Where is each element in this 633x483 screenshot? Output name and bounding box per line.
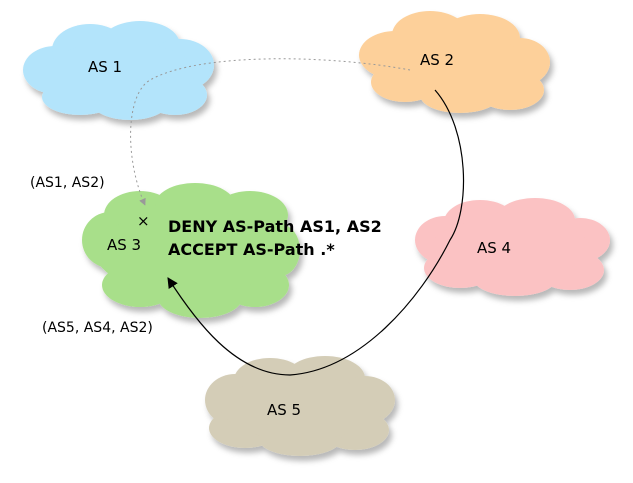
policy-deny: DENY AS-Path AS1, AS2	[168, 217, 382, 236]
policy-accept: ACCEPT AS-Path .*	[168, 240, 335, 259]
label-as5: AS 5	[267, 401, 301, 419]
cloud-as3	[82, 183, 300, 318]
rejected-marker-icon: ×	[137, 212, 150, 230]
label-as3: AS 3	[107, 236, 141, 254]
cloud-as5	[205, 356, 395, 456]
path-label-as1-as2: (AS1, AS2)	[30, 175, 105, 191]
cloud-as4	[415, 198, 610, 296]
label-as4: AS 4	[477, 239, 511, 257]
dotted-path-as2-as1-as3	[130, 58, 411, 206]
label-as1: AS 1	[88, 58, 122, 76]
cloud-as2	[359, 11, 550, 113]
solid-path-as2-as4-as5-as3	[167, 89, 465, 376]
cloud-as1	[23, 21, 214, 120]
label-as2: AS 2	[420, 51, 454, 69]
path-label-as5-as4-as2: (AS5, AS4, AS2)	[42, 320, 153, 336]
